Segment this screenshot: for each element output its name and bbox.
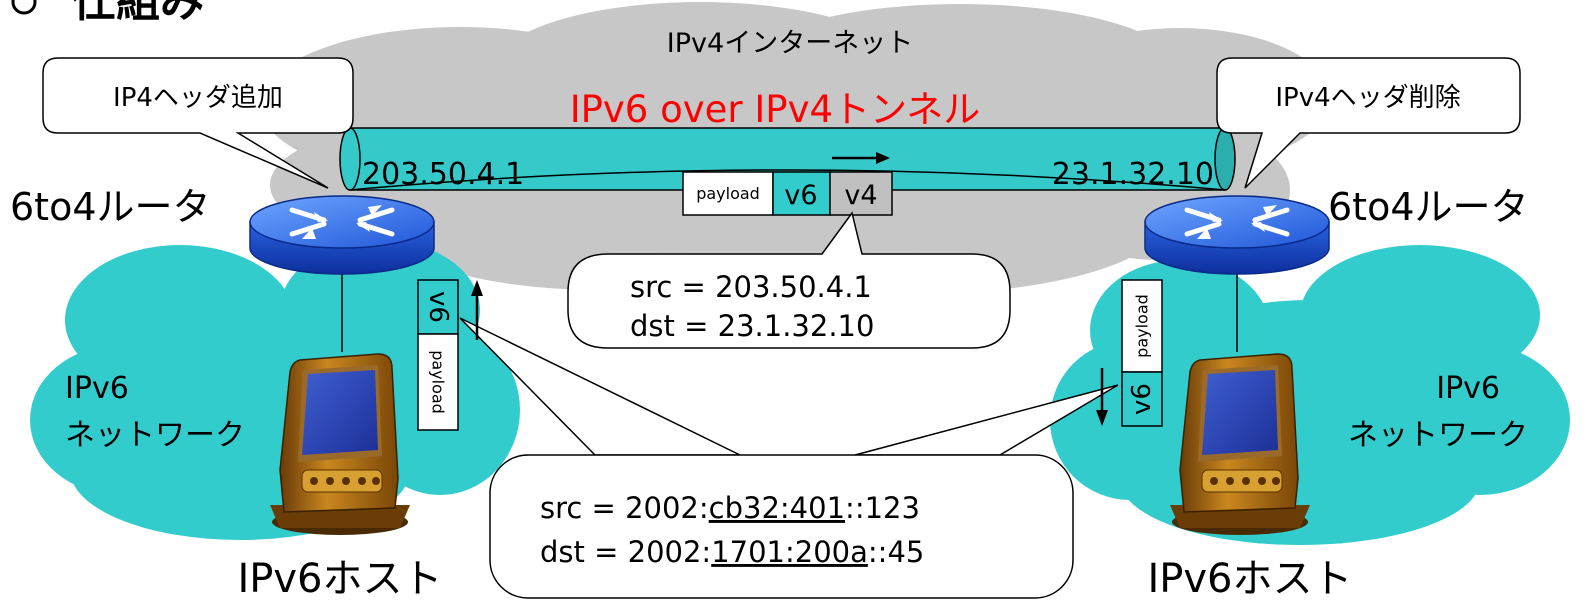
left-callout: IP4ヘッダ追加	[42, 57, 354, 189]
ipv6-dst-line: dst = 2002:1701:200a::45	[540, 535, 924, 569]
ipv4-src-line: src = 203.50.4.1	[630, 270, 872, 304]
ipv4-dst-line: dst = 23.1.32.10	[630, 309, 874, 343]
right-router-icon	[1144, 195, 1330, 275]
right-router-label: 6to4ルータ	[1328, 185, 1529, 229]
right-ipv4-address: 23.1.32.10	[1052, 157, 1214, 192]
right-downward-arrow-icon	[1096, 368, 1108, 426]
left-callout-text: IP4ヘッダ追加	[113, 83, 283, 113]
left-packet-v6-header: v6	[423, 291, 453, 323]
packet-v4-header: v4	[844, 180, 877, 211]
right-network-label-line1: IPv6	[1436, 371, 1500, 406]
packet-v6-header: v6	[784, 180, 817, 211]
right-ipv6-packet: payload v6	[1121, 279, 1163, 427]
ipv6-dst-prefix: dst = 2002:	[540, 535, 711, 569]
ipv6-src-embedded-ipv4: cb32:401	[709, 491, 845, 525]
bullet-icon	[11, 0, 37, 15]
right-packet-v6-header: v6	[1127, 383, 1157, 415]
ipv4-header-callout: src = 203.50.4.1 dst = 23.1.32.10	[567, 211, 1011, 349]
packet-payload-label: payload	[696, 184, 760, 203]
left-network-label-line1: IPv6	[65, 371, 129, 406]
left-packet-payload: payload	[429, 350, 448, 414]
right-host-label: IPv6ホスト	[1147, 556, 1352, 602]
ipv6-dst-embedded-ipv4: 1701:200a	[711, 535, 868, 569]
ipv6-src-suffix: ::123	[845, 491, 920, 525]
ipv6-src-prefix: src = 2002:	[540, 491, 709, 525]
right-packet-payload: payload	[1133, 294, 1152, 358]
left-ipv6-host-icon	[270, 353, 410, 535]
left-host-label: IPv6ホスト	[237, 556, 442, 602]
left-router-label: 6to4ルータ	[10, 185, 211, 229]
encapsulated-packet: payload v6 v4	[682, 171, 893, 216]
heading-text: 仕組み	[72, 0, 204, 27]
tunnel-direction-arrow-icon	[832, 152, 890, 164]
tunnel-label: IPv6 over IPv4トンネル	[570, 88, 981, 131]
left-router-icon	[249, 195, 435, 275]
ipv6-header-callout: src = 2002:cb32:401::123 dst = 2002:1701…	[459, 317, 1119, 599]
right-callout: IPv4ヘッダ削除	[1216, 57, 1521, 189]
left-ipv6-packet: v6 payload	[417, 279, 459, 431]
ipv6-src-line: src = 2002:cb32:401::123	[540, 491, 920, 525]
right-ipv6-host-icon	[1170, 353, 1310, 535]
left-network-label-line2: ネットワーク	[65, 418, 245, 453]
left-upward-arrow-icon	[471, 280, 483, 340]
left-ipv4-address: 203.50.4.1	[362, 157, 524, 192]
page-heading: 仕組み	[11, 0, 204, 27]
right-callout-text: IPv4ヘッダ削除	[1275, 83, 1460, 113]
right-network-label-line2: ネットワーク	[1348, 418, 1528, 453]
ipv6-dst-suffix: ::45	[868, 535, 924, 569]
internet-label: IPv4インターネット	[667, 28, 913, 59]
